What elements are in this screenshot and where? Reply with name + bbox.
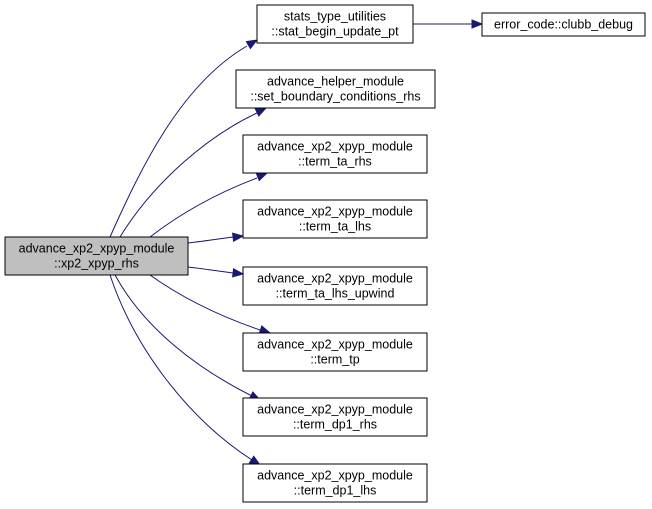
node-box	[242, 332, 428, 372]
node-term-ta-lhs[interactable]: advance_xp2_xpyp_module::term_ta_lhs	[242, 199, 428, 239]
edge-root-to-term_ta_lhs	[187, 232, 245, 244]
node-box	[256, 4, 414, 44]
edge-root-to-term_ta_lhs_upwind	[187, 266, 245, 278]
node-label-line: ::xp2_xpyp_rhs	[54, 257, 139, 271]
edge-arrowhead	[232, 268, 245, 278]
node-label-line: advance_xp2_xpyp_module	[257, 338, 413, 352]
node-set-boundary-conditions-rhs[interactable]: advance_helper_module::set_boundary_cond…	[235, 69, 436, 109]
node-stat-begin-update-pt[interactable]: stats_type_utilities::stat_begin_update_…	[256, 4, 414, 44]
node-label-line: ::term_ta_lhs_upwind	[276, 287, 395, 301]
edge-arrowhead	[254, 107, 268, 117]
node-label-line: advance_xp2_xpyp_module	[257, 272, 413, 286]
node-box	[481, 12, 646, 37]
node-label-line: advance_xp2_xpyp_module	[257, 205, 413, 219]
edge-line	[149, 274, 261, 331]
edge-arrowhead	[232, 232, 245, 242]
edge-arrowhead	[471, 19, 484, 29]
edge-root-to-term_dp1_lhs	[109, 274, 262, 466]
edge-line	[109, 45, 248, 238]
node-label-line: advance_xp2_xpyp_module	[257, 403, 413, 417]
edge-stat_begin_update_pt-to-clubb_debug	[413, 19, 484, 29]
node-box	[242, 397, 428, 437]
edge-arrowhead	[258, 325, 272, 335]
node-box	[242, 134, 428, 174]
edge-line	[149, 177, 258, 238]
edge-root-to-stat_begin_update_pt	[109, 39, 259, 238]
node-label-line: ::term_ta_lhs	[299, 220, 371, 234]
node-clubb-debug[interactable]: error_code::clubb_debug	[481, 12, 646, 37]
node-term-ta-lhs-upwind[interactable]: advance_xp2_xpyp_module::term_ta_lhs_upw…	[242, 266, 428, 306]
node-box	[242, 199, 428, 239]
node-label-line: stats_type_utilities	[284, 10, 386, 24]
edge-line	[187, 236, 234, 244]
nodes-layer: advance_xp2_xpyp_module::xp2_xpyp_rhs sta…	[4, 4, 646, 503]
node-term-tp[interactable]: advance_xp2_xpyp_module::term_tp	[242, 332, 428, 372]
node-label-line: advance_xp2_xpyp_module	[257, 140, 413, 154]
edge-line	[114, 274, 253, 397]
node-term-dp1-rhs[interactable]: advance_xp2_xpyp_module::term_dp1_rhs	[242, 397, 428, 437]
edge-line	[187, 266, 234, 274]
edge-root-to-term_dp1_rhs	[114, 274, 262, 401]
root-node-root[interactable]: advance_xp2_xpyp_module::xp2_xpyp_rhs	[4, 236, 189, 276]
node-label-line: ::term_tp	[310, 353, 359, 367]
node-label-line: advance_xp2_xpyp_module	[19, 242, 175, 256]
edge-arrowhead	[255, 172, 269, 182]
edge-line	[109, 274, 253, 461]
node-label-line: ::term_dp1_rhs	[293, 418, 377, 432]
node-label-line: ::term_ta_rhs	[298, 155, 372, 169]
edge-line	[119, 112, 258, 238]
edge-arrowhead	[245, 39, 259, 50]
node-label-line: advance_xp2_xpyp_module	[257, 469, 413, 483]
node-term-dp1-lhs[interactable]: advance_xp2_xpyp_module::term_dp1_lhs	[242, 463, 428, 503]
node-box	[235, 69, 436, 109]
node-label-line: ::term_dp1_lhs	[294, 484, 377, 498]
node-label-line: error_code::clubb_debug	[494, 18, 633, 32]
node-box	[242, 266, 428, 306]
node-box	[4, 236, 189, 276]
node-label-line: ::set_boundary_conditions_rhs	[250, 90, 420, 104]
node-box	[242, 463, 428, 503]
node-label-line: advance_helper_module	[267, 75, 404, 89]
node-term-ta-rhs[interactable]: advance_xp2_xpyp_module::term_ta_rhs	[242, 134, 428, 174]
node-label-line: ::stat_begin_update_pt	[271, 25, 399, 39]
